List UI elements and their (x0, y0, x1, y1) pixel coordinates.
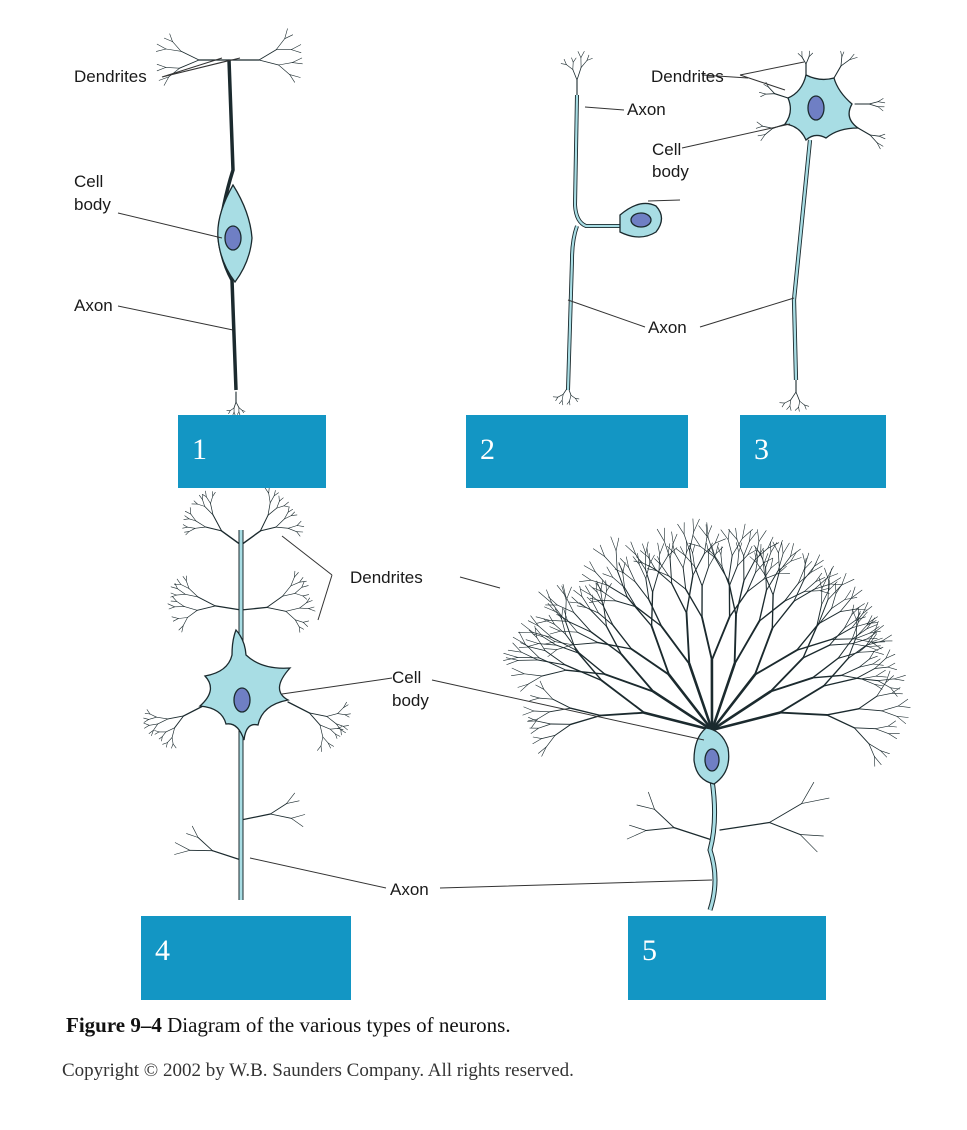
label-axon-2-top: Axon (627, 100, 666, 119)
neuron-4-nucleus (233, 687, 251, 713)
neuron-box-4-number: 4 (155, 934, 170, 967)
label-dendrites-4-5: Dendrites (350, 568, 423, 587)
label-dendrites-3: Dendrites (651, 67, 724, 86)
figure-caption-number: Figure 9–4 (66, 1013, 162, 1037)
copyright-notice: Copyright © 2002 by W.B. Saunders Compan… (62, 1060, 574, 1081)
neuron-3-nucleus (807, 95, 825, 121)
label-axon-4-5: Axon (390, 880, 429, 899)
neuron-1 (217, 59, 253, 391)
neuron-2-nucleus (630, 212, 652, 228)
label-cell-2: Cell (652, 140, 681, 159)
neuron-box-1: 1 (178, 415, 326, 488)
figure-caption: Figure 9–4 Diagram of the various types … (66, 1013, 511, 1038)
neuron-box-4: 4 (141, 916, 351, 1000)
neuron-box-3-number: 3 (754, 433, 769, 466)
neuron-box-5: 5 (628, 916, 826, 1000)
neuron-1-nucleus (224, 225, 242, 251)
label-body-2: body (652, 162, 689, 181)
label-body-4-5: body (392, 691, 429, 710)
leader-lines (117, 57, 805, 889)
neuron-5 (693, 727, 730, 911)
neuron-box-3: 3 (740, 415, 886, 488)
neuron-box-2: 2 (466, 415, 688, 488)
labels: Dendrites Cell body Axon Axon Cell body … (74, 67, 724, 899)
neuron-box-1-number: 1 (192, 433, 207, 466)
label-axon-1: Axon (74, 296, 113, 315)
neuron-3 (783, 74, 861, 381)
label-axon-2-3: Axon (648, 318, 687, 337)
label-cell-4-5: Cell (392, 668, 421, 687)
label-body-1: body (74, 195, 111, 214)
neuron-5-nucleus (704, 748, 720, 772)
neuron-4 (198, 530, 292, 900)
figure-caption-text: Diagram of the various types of neurons. (161, 1013, 511, 1037)
label-cell-1: Cell (74, 172, 103, 191)
neuron-2 (566, 94, 663, 391)
dendrite-branches (143, 28, 911, 861)
neuron-box-5-number: 5 (642, 934, 657, 967)
neuron-box-2-number: 2 (480, 433, 495, 466)
label-dendrites-1: Dendrites (74, 67, 147, 86)
neuron-4-body (198, 628, 292, 741)
